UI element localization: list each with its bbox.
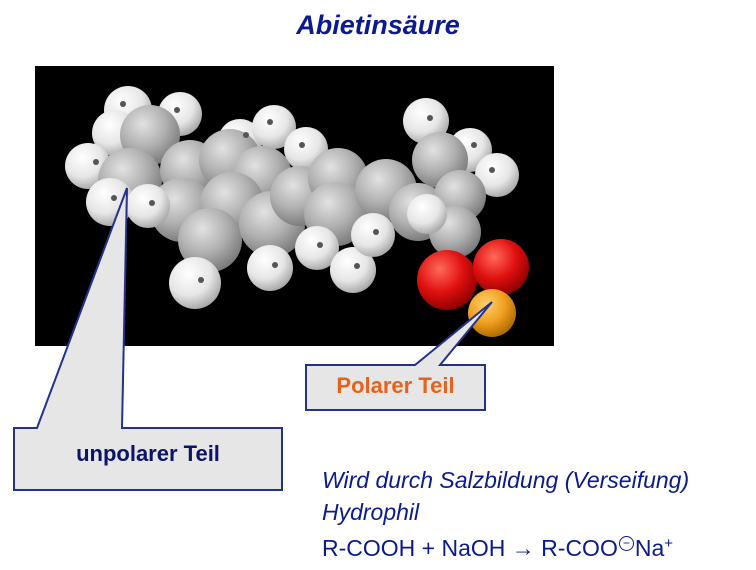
oxygen-atom [473, 239, 529, 295]
page-title: Abietinsäure [296, 10, 460, 40]
atom-texture [93, 101, 495, 283]
nonpolar-callout-shape [13, 187, 283, 491]
polar-callout-shape [305, 301, 493, 411]
saponification-notes: Wird durch Salzbildung (Verseifung) Hydr… [322, 464, 689, 564]
polar-part-label: Polarer Teil [336, 373, 455, 398]
carboxyl-group [417, 239, 529, 337]
reaction-arrow: → [511, 535, 535, 561]
carbon-atoms [98, 105, 486, 272]
hydrogen-atoms-front [86, 178, 447, 309]
negative-charge-symbol: − [618, 536, 634, 551]
nonpolar-part-label: unpolarer Teil [76, 441, 220, 466]
molecule-model [65, 86, 529, 337]
sodium-cation: Na [634, 535, 665, 561]
reaction-equation: R-COOH + NaOH → R-COO−Na+ [322, 535, 673, 561]
note-hydrophilic: Hydrophil [322, 499, 420, 525]
positive-charge-symbol: + [664, 535, 674, 552]
equation-product: R-COO [541, 535, 618, 561]
note-saponification: Wird durch Salzbildung (Verseifung) [322, 467, 690, 493]
oxygen-atom [417, 250, 477, 310]
equation-reactants: R-COOH + NaOH [322, 535, 506, 561]
hydroxyl-hydrogen-atom [468, 289, 516, 337]
